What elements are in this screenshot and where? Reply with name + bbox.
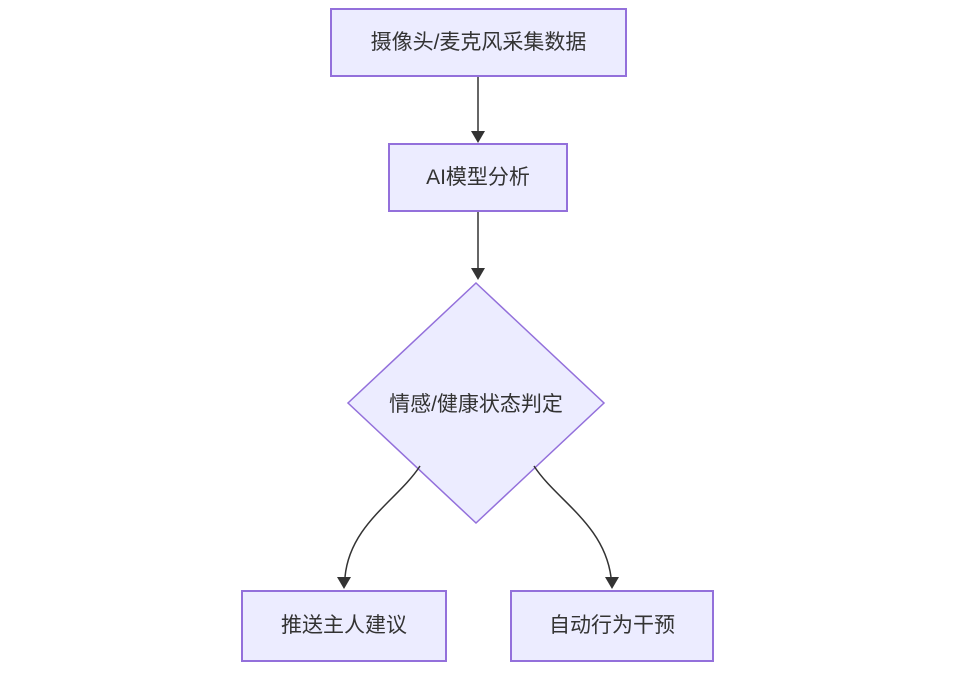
node-ai-analysis-label: AI模型分析 bbox=[426, 165, 530, 189]
arrowhead-icon bbox=[605, 577, 619, 589]
node-auto-intervene: 自动行为干预 bbox=[510, 590, 714, 662]
node-decision-label: 情感/健康状态判定 bbox=[389, 393, 563, 416]
node-auto-intervene-label: 自动行为干预 bbox=[549, 614, 675, 638]
edge-decision-push bbox=[344, 465, 421, 578]
arrowhead-icon bbox=[337, 577, 351, 589]
arrowhead-icon bbox=[471, 131, 485, 143]
node-push-advice: 推送主人建议 bbox=[241, 590, 447, 662]
decision-diamond-shape bbox=[346, 281, 606, 525]
node-decision: 情感/健康状态判定 bbox=[348, 382, 604, 424]
node-push-advice-label: 推送主人建议 bbox=[281, 614, 407, 638]
node-capture: 摄像头/麦克风采集数据 bbox=[330, 8, 627, 77]
node-capture-label: 摄像头/麦克风采集数据 bbox=[370, 30, 587, 54]
arrowhead-icon bbox=[471, 268, 485, 280]
node-ai-analysis: AI模型分析 bbox=[388, 143, 568, 212]
edge-decision-auto bbox=[533, 465, 612, 578]
